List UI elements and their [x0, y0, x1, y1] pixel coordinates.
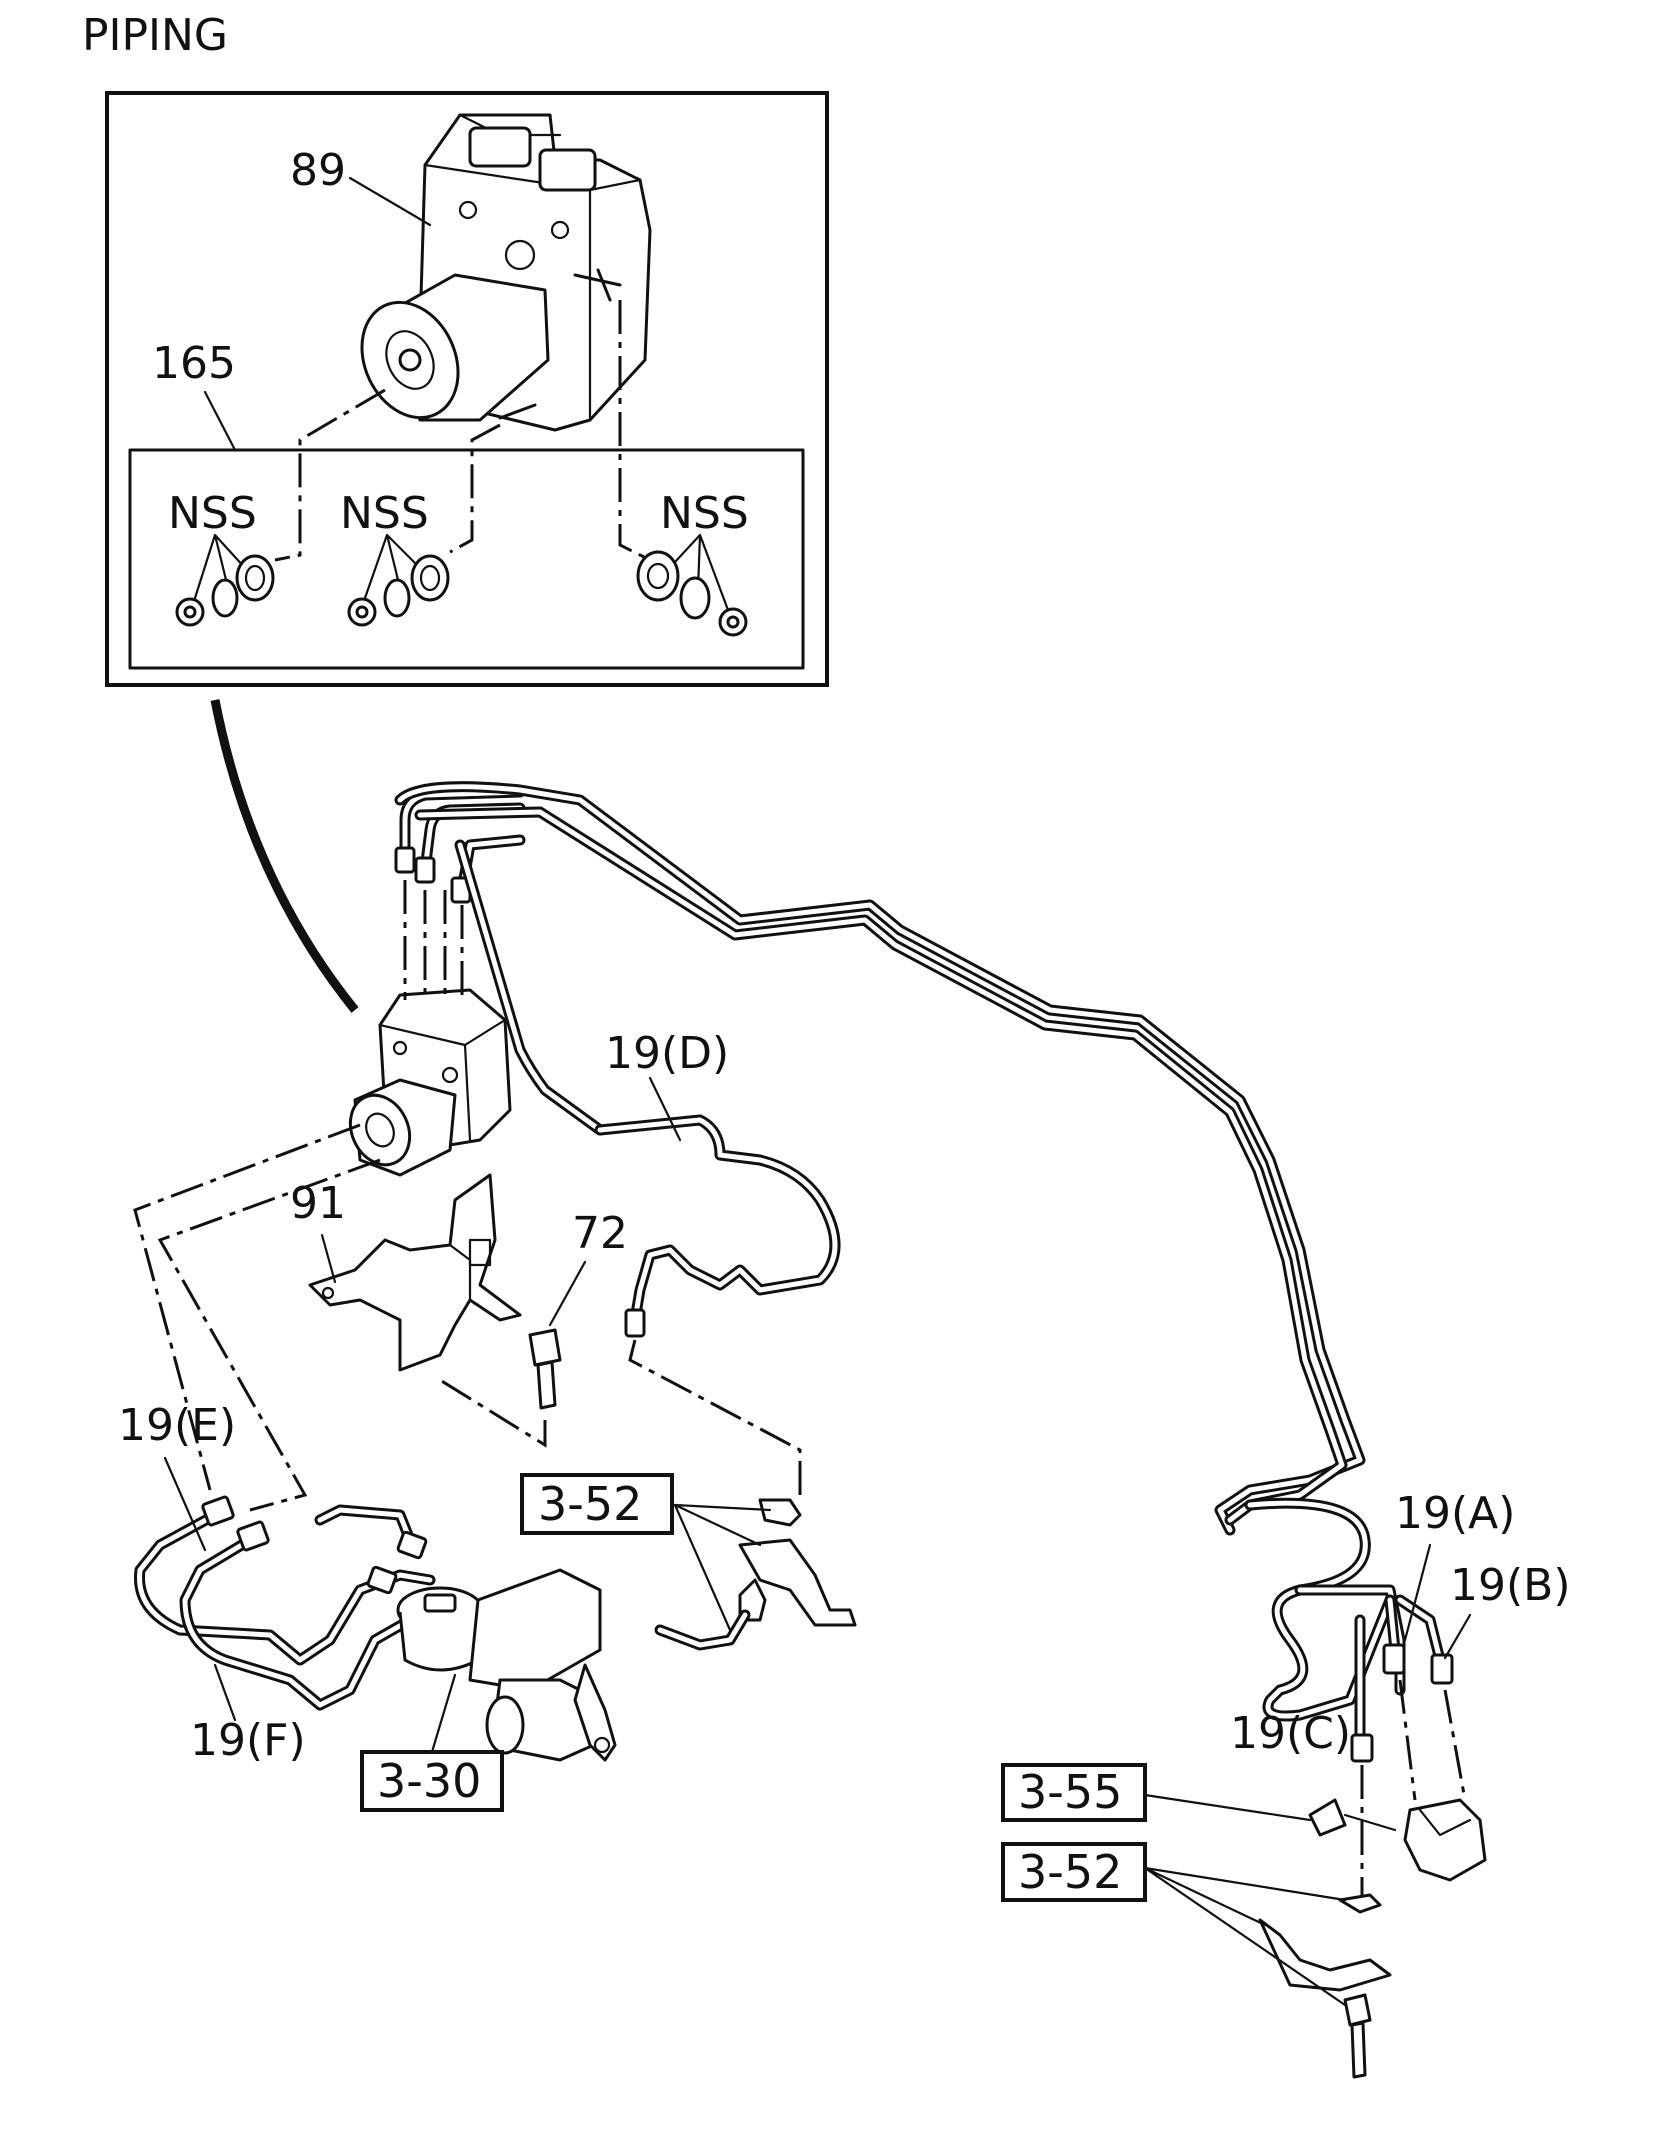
callout-19c: 19(C): [1230, 1708, 1351, 1759]
master-cylinder: [396, 1568, 617, 1762]
callout-165: 165: [152, 338, 236, 389]
link-nss-3: [618, 300, 651, 562]
inset-to-unit-leader: [210, 699, 359, 1013]
leader-91: [320, 1233, 337, 1284]
ref-3-55-text: 3-55: [1018, 1765, 1122, 1819]
ref-3-52-left-text: 3-52: [538, 1477, 642, 1531]
leader-3-30: [430, 1673, 457, 1754]
leader-72: [548, 1260, 587, 1327]
leader-19a: [1403, 1543, 1432, 1642]
nss-label-2: NSS: [340, 488, 429, 539]
ref-3-52-right-text: 3-52: [1018, 1845, 1122, 1899]
ref-box-3-30[interactable]: 3-30: [360, 1750, 504, 1812]
leader-19d: [648, 1076, 682, 1142]
abs-unit-small: [348, 988, 512, 1177]
link-19f: [157, 1158, 381, 1512]
callout-91: 91: [290, 1178, 346, 1229]
callout-19a: 19(A): [1395, 1488, 1515, 1539]
callout-19d: 19(D): [605, 1028, 729, 1079]
leader-19b: [1443, 1613, 1472, 1660]
pipe-19e: [134, 1495, 436, 1666]
bolt-72: [439, 1328, 562, 1448]
callout-19f: 19(F): [190, 1715, 306, 1766]
leader-3-52-left: [673, 1503, 772, 1632]
nss-label-1: NSS: [168, 488, 257, 539]
nss-label-3: NSS: [660, 488, 749, 539]
leader-89: [348, 176, 432, 227]
rear-pipe-bundle: [394, 781, 1406, 1746]
link-nss-2: [449, 423, 501, 554]
bracket-3-55: [1308, 1798, 1487, 1882]
callout-72: 72: [572, 1208, 628, 1259]
link-nss-1: [274, 388, 386, 562]
ref-box-3-52-right[interactable]: 3-52: [1001, 1842, 1147, 1902]
link-19e: [133, 1123, 361, 1491]
bracket-91: [308, 1173, 522, 1372]
ref-box-3-52-left[interactable]: 3-52: [520, 1473, 674, 1535]
fittings-19a-19b: [1350, 1594, 1467, 1915]
callout-19e: 19(E): [118, 1400, 236, 1451]
leader-19f: [213, 1663, 237, 1722]
ref-box-3-55[interactable]: 3-55: [1001, 1763, 1147, 1822]
pipe-19f: [179, 1504, 446, 1711]
nss-washers-3: [636, 533, 748, 637]
ref-3-30-text: 3-30: [377, 1754, 481, 1808]
nss-washers-2: [347, 533, 450, 627]
abs-unit-large: [360, 113, 652, 432]
leader-165: [203, 390, 237, 452]
leader-3-52-right: [1143, 1866, 1347, 2007]
callout-19b: 19(B): [1450, 1560, 1571, 1611]
clip-group-right: [1258, 1893, 1392, 2079]
callout-89: 89: [290, 145, 346, 196]
pipe-19d: [594, 1114, 841, 1495]
clip-group-left: [654, 1498, 857, 1651]
nss-subframe: [128, 448, 805, 670]
nss-washers-1: [175, 533, 275, 627]
page-title: PIPING: [82, 10, 228, 61]
leader-19e: [163, 1456, 207, 1552]
leader-3-55: [1143, 1793, 1312, 1822]
